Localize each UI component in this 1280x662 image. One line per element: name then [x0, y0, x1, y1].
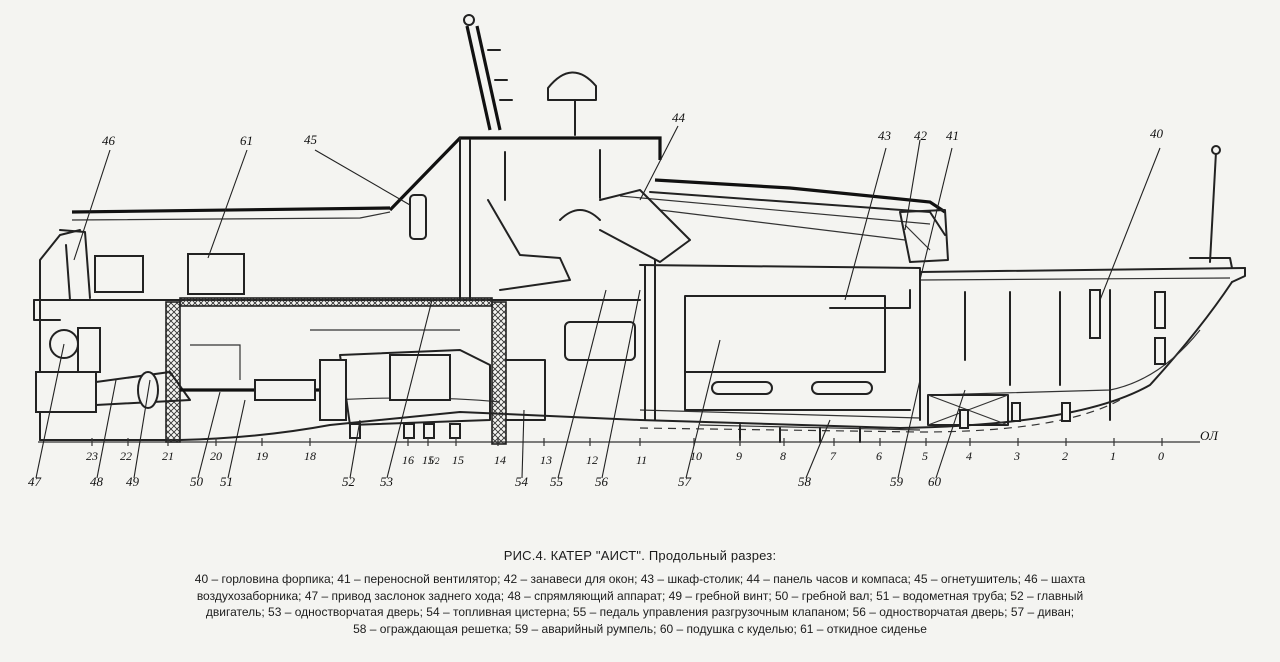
station-4: 4: [966, 449, 972, 463]
mast-top-light: [463, 14, 475, 26]
waterline-label: ОЛ: [1200, 428, 1219, 443]
station-23: 23: [86, 449, 98, 463]
callout-44: 44: [672, 110, 686, 125]
callout-51: 51: [220, 474, 233, 489]
cabin-interior: [409, 189, 911, 421]
station-12: 12: [586, 453, 598, 467]
engine-room: [35, 327, 491, 439]
callout-leaders: [35, 125, 1161, 479]
cabinet-table: [829, 289, 911, 309]
callout-60: 60: [928, 474, 942, 489]
callout-43: 43: [878, 128, 892, 143]
callout-50: 50: [190, 474, 204, 489]
forepeak-hatch: [1089, 289, 1101, 339]
callout-52: 52: [342, 474, 356, 489]
station-22: 22: [120, 449, 132, 463]
callout-61: 61: [240, 133, 253, 148]
callout-47: 47: [28, 474, 42, 489]
transom: [39, 229, 81, 441]
station-14: 14: [494, 453, 506, 467]
station-10: 10: [690, 449, 702, 463]
station-15-b: 15: [452, 453, 464, 467]
station-ticks: [91, 438, 1163, 446]
foredeck: [919, 267, 1246, 273]
station-7: 7: [830, 449, 837, 463]
station-labels: 23 22 21 20 19 18 16 15 1/2 15 14 13 12 …: [86, 449, 1164, 467]
station-1: 1: [1110, 449, 1116, 463]
legend-line: 40 – горловина форпика; 41 – переносной …: [194, 572, 1086, 586]
mast: [463, 14, 597, 136]
legend-line: двигатель; 53 – одностворчатая дверь; 54…: [205, 605, 1075, 619]
bow-flagstaff: [1189, 145, 1233, 269]
callout-54: 54: [515, 474, 529, 489]
callout-41: 41: [946, 128, 959, 143]
fuel-tank: [505, 359, 546, 421]
callout-48: 48: [90, 474, 104, 489]
superstructure: [59, 136, 949, 421]
station-16: 16: [402, 453, 414, 467]
waterjet-housing: [35, 371, 97, 413]
callout-45: 45: [304, 132, 318, 147]
station-half: 1/2: [428, 456, 440, 466]
callout-46: 46: [102, 133, 116, 148]
station-0: 0: [1158, 449, 1164, 463]
boat-longitudinal-section: ОЛ 40 41 42 43 44 45 46 47 48 49: [28, 14, 1246, 489]
main-engine: [339, 349, 491, 426]
aft-fittings: [33, 244, 245, 321]
aft-bulkhead: [165, 297, 507, 445]
searchlight: [547, 71, 597, 101]
fire-extinguisher: [409, 194, 427, 240]
helm-seat: [487, 199, 571, 291]
legend-line: воздухозаборника; 47 – привод заслонок з…: [196, 588, 1084, 603]
callout-42: 42: [914, 128, 928, 143]
callout-labels: 40 41 42 43 44 45 46 47 48 49 50 51 52 5…: [28, 110, 1164, 489]
station-8: 8: [780, 449, 786, 463]
callout-53: 53: [380, 474, 394, 489]
callout-58: 58: [798, 474, 812, 489]
instrument-panel: [599, 189, 691, 263]
figure-caption: РИС.4. КАТЕР "АИСТ". Продольный разрез: …: [0, 548, 1280, 637]
callout-57: 57: [678, 474, 692, 489]
station-3: 3: [1013, 449, 1020, 463]
station-9: 9: [736, 449, 742, 463]
station-11: 11: [636, 453, 647, 467]
station-5: 5: [922, 449, 928, 463]
callout-49: 49: [126, 474, 140, 489]
station-6: 6: [876, 449, 882, 463]
callout-55: 55: [550, 474, 564, 489]
figure-title: РИС.4. КАТЕР "АИСТ". Продольный разрез:: [503, 548, 777, 563]
station-20: 20: [210, 449, 222, 463]
legend-line: 58 – ограждающая решетка; 59 – аварийный…: [353, 621, 927, 636]
station-21: 21: [162, 449, 174, 463]
callout-59: 59: [890, 474, 904, 489]
callout-40: 40: [1150, 126, 1164, 141]
station-13: 13: [540, 453, 552, 467]
station-15-a: 15: [422, 453, 434, 467]
station-19: 19: [256, 449, 268, 463]
callout-56: 56: [595, 474, 609, 489]
station-2: 2: [1062, 449, 1068, 463]
station-18: 18: [304, 449, 316, 463]
fore-peak: [699, 289, 1166, 443]
